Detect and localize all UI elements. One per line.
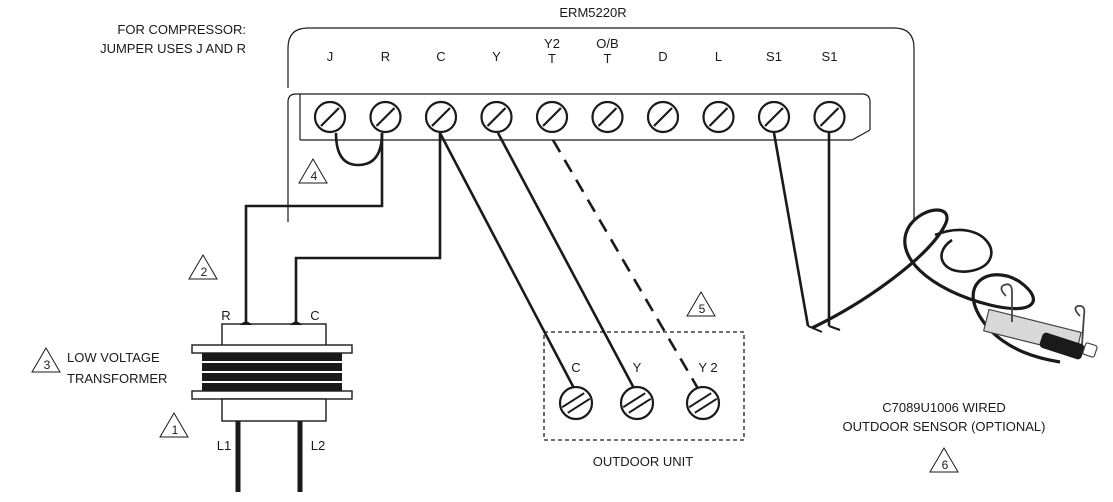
transformer-c-label: C bbox=[310, 308, 319, 323]
transformer-r-label: R bbox=[221, 308, 230, 323]
screw-slot bbox=[819, 107, 840, 127]
sensor-clip-left bbox=[1000, 283, 1013, 322]
outdoor-unit-box bbox=[543, 331, 745, 441]
callout-triangle-4: 4 bbox=[298, 158, 328, 184]
device-model-label: ERM5220R bbox=[559, 5, 626, 20]
sensor-probe-tip bbox=[1082, 342, 1098, 358]
transformer-l1-label: L1 bbox=[217, 438, 231, 453]
callout-triangle-6: 6 bbox=[929, 447, 959, 473]
callout-number: 5 bbox=[699, 302, 706, 316]
transformer-top-cap bbox=[221, 323, 327, 347]
screw-slot bbox=[561, 392, 585, 409]
terminal-block-outline bbox=[287, 93, 871, 222]
screw-slot bbox=[688, 392, 712, 409]
screw-slot bbox=[694, 397, 718, 414]
screw-slot bbox=[597, 107, 618, 127]
screw-slot bbox=[628, 397, 652, 414]
screw-slot bbox=[567, 397, 591, 414]
callout-triangle-5: 5 bbox=[686, 291, 716, 317]
callout-number: 4 bbox=[311, 169, 318, 183]
outdoor-terminal-screw bbox=[619, 385, 655, 421]
transformer-label-line2: TRANSFORMER bbox=[67, 371, 167, 386]
callout-number: 3 bbox=[44, 358, 51, 372]
screw-slot bbox=[320, 107, 340, 127]
wire-s1-to-sensor bbox=[772, 132, 810, 327]
outdoor-terminal-y2-label: Y 2 bbox=[698, 360, 717, 375]
callout-triangle-3: 3 bbox=[31, 347, 61, 373]
transformer-label-line1: LOW VOLTAGE bbox=[67, 350, 160, 365]
outdoor-sensor-image bbox=[807, 208, 1098, 364]
terminal-strip-base-end bbox=[851, 129, 871, 141]
wire-y2-to-outdoor bbox=[551, 139, 702, 393]
compressor-note-line1: FOR COMPRESSOR: bbox=[117, 22, 246, 37]
terminal-r-nub bbox=[240, 321, 252, 325]
screw-slot bbox=[764, 107, 784, 127]
wire-c-to-outdoor bbox=[438, 132, 578, 393]
screw-slot bbox=[653, 107, 673, 127]
screw-slot bbox=[431, 107, 451, 127]
terminal-label: Y bbox=[492, 49, 501, 64]
compressor-note-line2: JUMPER USES J AND R bbox=[100, 41, 246, 56]
sensor-cable-loop bbox=[934, 228, 993, 273]
screw-slot bbox=[542, 107, 562, 127]
screw-slot bbox=[622, 392, 646, 409]
sensor-label-line1: C7089U1006 WIRED bbox=[882, 400, 1006, 415]
sensor-label-line2: OUTDOOR SENSOR (OPTIONAL) bbox=[843, 419, 1046, 434]
sensor-cable bbox=[811, 208, 1061, 364]
terminal-label: S1 bbox=[822, 49, 838, 64]
outdoor-unit-label: OUTDOOR UNIT bbox=[593, 454, 693, 469]
device-housing bbox=[287, 27, 915, 222]
terminal-c-nub bbox=[290, 321, 302, 325]
transformer-l2-label: L2 bbox=[311, 438, 325, 453]
transformer-bottom-cap bbox=[221, 398, 327, 422]
callout-number: 2 bbox=[201, 265, 208, 279]
terminal-label: L bbox=[715, 49, 722, 64]
screw-slot bbox=[486, 107, 507, 127]
outdoor-terminal-y-label: Y bbox=[633, 360, 642, 375]
callout-number: 6 bbox=[942, 458, 949, 472]
terminal-label: C bbox=[436, 49, 445, 64]
callout-triangle-1: 1 bbox=[159, 412, 189, 438]
terminal-label: S1 bbox=[766, 49, 782, 64]
terminal-label: D bbox=[658, 49, 667, 64]
sensor-clip-right bbox=[1074, 305, 1086, 346]
jumper-j-r bbox=[334, 132, 384, 167]
sensor-lead bbox=[828, 325, 841, 331]
callout-number: 1 bbox=[172, 423, 179, 437]
outdoor-terminal-screw bbox=[685, 385, 721, 421]
callout-triangle-2: 2 bbox=[188, 254, 218, 280]
sensor-lead bbox=[807, 325, 823, 333]
terminal-screws bbox=[313, 100, 846, 134]
screw-slot bbox=[708, 107, 729, 127]
wire-y-to-outdoor bbox=[496, 132, 638, 393]
terminal-label-top: Y2 bbox=[544, 36, 560, 51]
outdoor-terminal-c-label: C bbox=[571, 360, 580, 375]
transformer-top-plate bbox=[191, 344, 353, 354]
wire-r-to-transformer bbox=[244, 133, 384, 326]
outdoor-unit-screws bbox=[558, 385, 721, 421]
screw-slot bbox=[375, 107, 396, 127]
transformer bbox=[191, 321, 353, 492]
terminal-label: T bbox=[604, 51, 612, 66]
outdoor-terminal-screw bbox=[558, 385, 594, 421]
terminal-label: J bbox=[327, 49, 334, 64]
wire-c-to-transformer bbox=[294, 133, 442, 326]
terminal-label-top: O/B bbox=[596, 36, 618, 51]
terminal-label: T bbox=[548, 51, 556, 66]
sensor-probe bbox=[1039, 332, 1085, 360]
terminal-label: R bbox=[381, 49, 390, 64]
transformer-bottom-plate bbox=[191, 390, 353, 400]
